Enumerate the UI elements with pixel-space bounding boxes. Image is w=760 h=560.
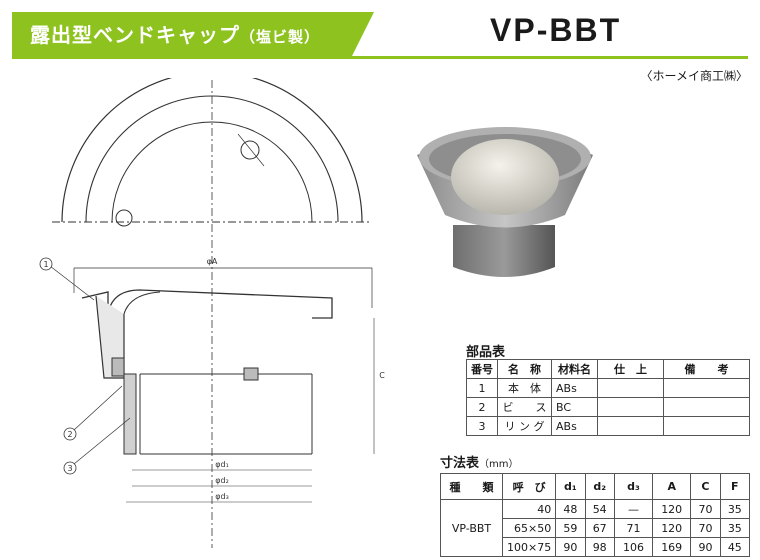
dims-header-d3: d₃ — [613, 473, 654, 500]
dims-header-type: 種 類 — [440, 473, 503, 500]
table-row: 65×50 59 67 71 120 70 35 — [441, 518, 751, 538]
dim-label-C: C — [379, 371, 385, 380]
dims-table-header: 種 類 呼 び d₁ d₂ d₃ A C F — [440, 473, 751, 500]
header-banner — [12, 12, 402, 56]
dims-model: VP-BBT — [440, 499, 503, 557]
product-title-main: 露出型ベンドキャップ — [30, 23, 240, 47]
product-photo — [417, 127, 593, 277]
dims-F: 45 — [719, 537, 751, 557]
part-finish — [597, 378, 664, 398]
dims-header-F: F — [719, 473, 751, 500]
side-view — [73, 267, 375, 503]
dim-label-d2: φd₂ — [215, 476, 229, 485]
parts-table-header: 番号 名 称 材料名 仕 上 備 考 — [466, 359, 750, 379]
table-row: 100×75 90 98 106 169 90 45 — [441, 537, 751, 557]
table-row: 1 本 体 ABs — [466, 378, 750, 398]
dims-C: 70 — [690, 518, 721, 538]
part-no: 3 — [466, 416, 498, 436]
dims-d3: 71 — [613, 518, 654, 538]
dims-header-size: 呼 び — [501, 473, 557, 500]
dim-label-d1: φd₁ — [215, 460, 229, 469]
table-row: 3 リ ン グ ABs — [466, 416, 750, 436]
parts-table: 番号 名 称 材料名 仕 上 備 考 1 本 体 ABs 2 ビ ス BC 3 … — [466, 359, 750, 436]
parts-table-title: 部品表 — [466, 345, 506, 360]
dims-size: 40 — [501, 499, 557, 519]
dim-label-A: φA — [207, 257, 218, 266]
dims-d2: 98 — [584, 537, 615, 557]
part-notes — [663, 378, 750, 398]
dims-d1: 48 — [555, 499, 586, 519]
dims-A: 120 — [652, 499, 692, 519]
dims-C: 70 — [690, 499, 721, 519]
dims-d3: 106 — [613, 537, 654, 557]
callout-2: 2 — [67, 430, 72, 439]
parts-header-no: 番号 — [466, 359, 498, 379]
dims-d2: 67 — [584, 518, 615, 538]
callout-1: 1 — [43, 260, 48, 269]
callout-markers — [39, 257, 77, 475]
part-material: ABs — [551, 378, 598, 398]
manufacturer: 〈ホーメイ商工㈱〉 — [640, 69, 748, 83]
header-rule — [12, 56, 748, 59]
dims-A: 169 — [652, 537, 692, 557]
dims-table-title: 寸法表（mm） — [440, 452, 519, 471]
dims-d2: 54 — [584, 499, 615, 519]
dims-size: 65×50 — [501, 518, 557, 538]
parts-header-material: 材料名 — [551, 359, 598, 379]
parts-header-notes: 備 考 — [663, 359, 750, 379]
dims-A: 120 — [652, 518, 692, 538]
product-title-material: （塩ビ製） — [240, 28, 321, 46]
dims-header-C: C — [690, 473, 721, 500]
table-row: VP-BBT 40 48 54 — 120 70 35 — [440, 499, 751, 557]
callout-3: 3 — [67, 464, 72, 473]
table-row: 2 ビ ス BC — [466, 397, 750, 417]
part-name: ビ ス — [497, 397, 552, 417]
dims-d1: 90 — [555, 537, 586, 557]
dim-label-d3: φd₃ — [215, 492, 229, 501]
dims-F: 35 — [719, 518, 751, 538]
parts-header-name: 名 称 — [497, 359, 552, 379]
dims-size: 100×75 — [501, 537, 557, 557]
callout-leaders — [49, 265, 131, 465]
dims-unit: （mm） — [479, 459, 519, 470]
part-notes — [663, 397, 750, 417]
dims-header-d2: d₂ — [584, 473, 615, 500]
technical-drawing: 1 2 3 φA C φd₁ φd₂ φd₃ — [39, 78, 385, 548]
part-name: 本 体 — [497, 378, 552, 398]
parts-header-finish: 仕 上 — [597, 359, 664, 379]
dimensions-table: 種 類 呼 び d₁ d₂ d₃ A C F VP-BBT 40 48 54 —… — [440, 473, 751, 557]
dims-header-A: A — [652, 473, 692, 500]
part-finish — [597, 416, 664, 436]
part-no: 1 — [466, 378, 498, 398]
model-number: VP-BBT — [490, 12, 622, 48]
part-material: ABs — [551, 416, 598, 436]
part-name: リ ン グ — [497, 416, 552, 436]
dims-header-d1: d₁ — [555, 473, 586, 500]
part-finish — [597, 397, 664, 417]
part-material: BC — [551, 397, 598, 417]
dims-d3: — — [613, 499, 654, 519]
dims-C: 90 — [690, 537, 721, 557]
dims-d1: 59 — [555, 518, 586, 538]
part-no: 2 — [466, 397, 498, 417]
product-title: 露出型ベンドキャップ（塩ビ製） — [30, 19, 320, 48]
dims-title-text: 寸法表 — [440, 456, 480, 471]
part-notes — [663, 416, 750, 436]
dims-F: 35 — [719, 499, 751, 519]
banner-slant — [352, 12, 402, 56]
